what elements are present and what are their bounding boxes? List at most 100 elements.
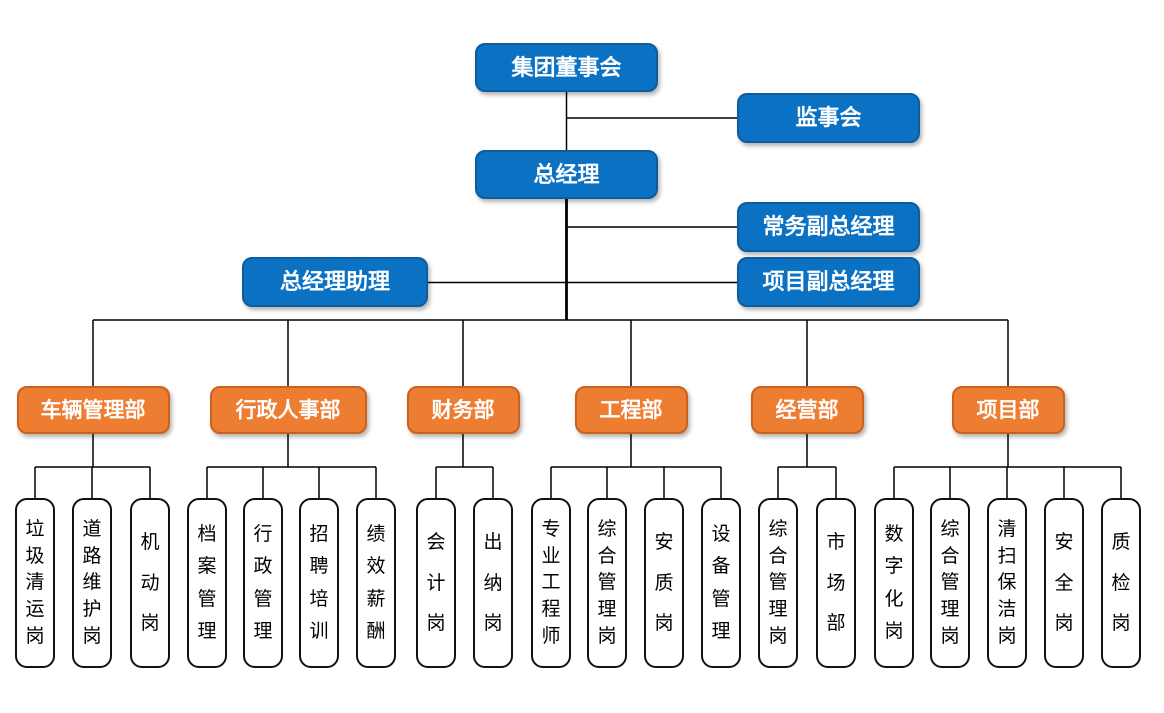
department-box: 经营部	[750, 386, 864, 434]
position-box-char: 理	[597, 599, 617, 621]
position-box: 专业工程师	[531, 498, 571, 668]
department-box-label: 财务部	[431, 398, 495, 422]
position-box-char: 管	[197, 588, 217, 610]
node-gm-assistant-label: 总经理助理	[279, 269, 390, 294]
position-box: 综合管理岗	[930, 498, 970, 668]
position-box-char: 护	[82, 599, 102, 621]
position-box-char: 市	[826, 532, 846, 554]
department-box: 车辆管理部	[16, 386, 170, 434]
position-box-char: 全	[1054, 572, 1074, 594]
position-box-char: 工	[541, 572, 561, 594]
position-box-char: 岗	[1054, 612, 1074, 634]
position-box: 质检岗	[1101, 498, 1141, 668]
position-box: 道路维护岗	[72, 498, 112, 668]
position-box-char: 安	[1054, 532, 1074, 554]
position-box: 安全岗	[1044, 498, 1084, 668]
node-supervisory-board-label: 监事会	[795, 105, 862, 130]
position-box-char: 岗	[140, 612, 160, 634]
position-box-char: 理	[197, 620, 217, 642]
position-box-char: 效	[366, 556, 386, 578]
position-box-char: 垃	[25, 518, 45, 540]
position-box-char: 管	[597, 572, 617, 594]
position-box-char: 备	[711, 556, 731, 578]
position-box-char: 案	[197, 556, 217, 578]
node-board-label: 集团董事会	[511, 54, 622, 80]
position-box-char: 理	[940, 599, 960, 621]
position-box-char: 政	[253, 556, 273, 578]
position-box-char: 岗	[1111, 612, 1131, 634]
position-box-char: 出	[483, 532, 503, 554]
position-box-char: 质	[1111, 532, 1131, 554]
department-box-label: 项目部	[976, 398, 1040, 422]
position-box-char: 合	[768, 545, 788, 567]
position-box: 绩效薪酬	[356, 498, 396, 668]
position-box-char: 培	[309, 588, 329, 610]
position-box-char: 岗	[768, 626, 788, 648]
position-box: 数字化岗	[874, 498, 914, 668]
node-board: 集团董事会	[475, 43, 658, 92]
position-box-char: 动	[140, 572, 160, 594]
position-box-char: 清	[997, 518, 1017, 540]
position-box-char: 专	[541, 518, 561, 540]
position-box: 综合管理岗	[758, 498, 798, 668]
position-box: 安质岗	[644, 498, 684, 668]
position-box-char: 部	[826, 612, 846, 634]
position-box: 设备管理	[701, 498, 741, 668]
position-box-char: 绩	[366, 524, 386, 546]
position-box-char: 路	[82, 545, 102, 567]
position-box-char: 管	[711, 588, 731, 610]
position-box-char: 扫	[997, 545, 1017, 567]
position-box-char: 酬	[366, 620, 386, 642]
position-box-char: 质	[654, 572, 674, 594]
position-box-char: 字	[884, 556, 904, 578]
position-box-char: 岗	[654, 612, 674, 634]
position-box-char: 理	[253, 620, 273, 642]
department-box-label: 经营部	[775, 398, 839, 422]
position-box-char: 岗	[426, 612, 446, 634]
position-box-char: 岗	[884, 620, 904, 642]
node-project-deputy-gm: 项目副总经理	[737, 257, 920, 307]
position-box-char: 安	[654, 532, 674, 554]
department-box: 行政人事部	[209, 386, 367, 434]
position-box-char: 道	[82, 518, 102, 540]
position-box-char: 维	[82, 572, 102, 594]
node-executive-deputy-gm: 常务副总经理	[737, 202, 920, 252]
department-box-label: 车辆管理部	[40, 398, 146, 422]
position-box-char: 综	[768, 518, 788, 540]
position-box: 清扫保洁岗	[987, 498, 1027, 668]
node-executive-deputy-gm-label: 常务副总经理	[762, 214, 895, 239]
position-box: 垃圾清运岗	[15, 498, 55, 668]
position-box-char: 档	[197, 524, 217, 546]
position-box-char: 管	[940, 572, 960, 594]
position-box-char: 场	[826, 572, 846, 594]
position-box-char: 合	[940, 545, 960, 567]
position-box-char: 保	[997, 572, 1017, 594]
node-general-manager: 总经理	[475, 150, 658, 199]
position-box-char: 理	[768, 599, 788, 621]
position-box-char: 薪	[366, 588, 386, 610]
position-box: 招聘培训	[299, 498, 339, 668]
position-box: 出纳岗	[473, 498, 513, 668]
node-gm-assistant: 总经理助理	[242, 257, 428, 307]
position-box-char: 师	[541, 626, 561, 648]
position-box-char: 岗	[483, 612, 503, 634]
position-box-char: 纳	[483, 572, 503, 594]
node-project-deputy-gm-label: 项目副总经理	[762, 269, 895, 294]
position-box: 档案管理	[187, 498, 227, 668]
position-box-char: 岗	[997, 626, 1017, 648]
position-box-char: 化	[884, 588, 904, 610]
position-box-char: 行	[253, 524, 273, 546]
position-box: 行政管理	[243, 498, 283, 668]
position-box-char: 洁	[997, 599, 1017, 621]
position-box-char: 岗	[940, 626, 960, 648]
department-box: 工程部	[574, 386, 688, 434]
position-box-char: 业	[541, 545, 561, 567]
position-box-char: 管	[253, 588, 273, 610]
position-box-char: 管	[768, 572, 788, 594]
position-box-char: 岗	[25, 626, 45, 648]
position-box: 会计岗	[416, 498, 456, 668]
position-box-char: 计	[426, 572, 446, 594]
position-box-char: 数	[884, 524, 904, 546]
